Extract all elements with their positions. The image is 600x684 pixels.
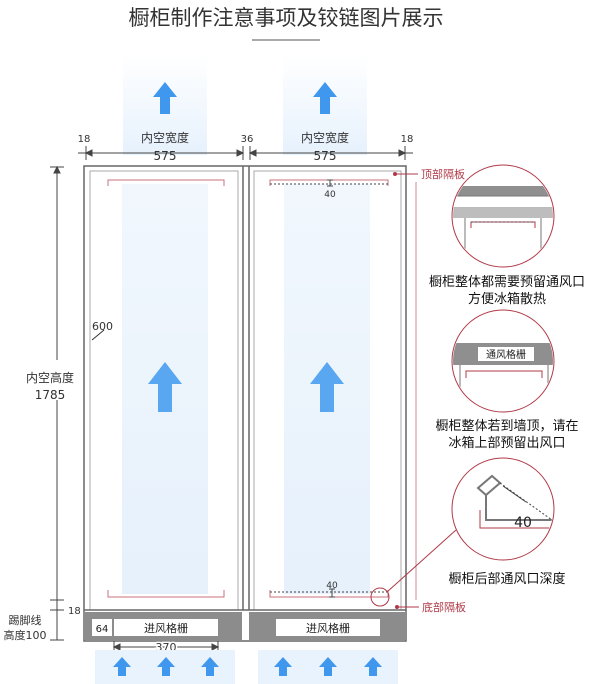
left-width-value: 575 [154, 149, 177, 163]
height-label: 内空高度 [26, 370, 74, 385]
left-width-label: 内空宽度 [141, 130, 189, 145]
note1-line1: 橱柜整体都需要预留通风口 [429, 275, 585, 290]
right-width-label: 内空宽度 [301, 130, 349, 145]
height-value: 1785 [35, 388, 66, 402]
middle-gap-value: 36 [241, 134, 254, 145]
kick-height: 高度100 [4, 628, 47, 642]
kick-label: 踢脚线 [9, 613, 42, 627]
bottom-corner-circle [370, 587, 390, 607]
vent-width-dimension [112, 641, 220, 652]
top-gap-value: 40 [324, 190, 336, 200]
top-board-marker [393, 172, 397, 176]
height-dimension [50, 165, 64, 641]
grille-right-label: 进风格栅 [306, 621, 350, 635]
note2-line2: 冰箱上部预留出风口 [448, 435, 565, 451]
note2-line1: 橱柜整体若到墙顶，请在 [435, 418, 578, 434]
bottom-gap-value: 40 [326, 581, 338, 591]
grille-detail-label: 通风格栅 [486, 348, 526, 361]
detail-circle-corner [451, 457, 555, 561]
top-width-dimension [78, 146, 413, 160]
detail-circle-top [451, 164, 555, 268]
page-title: 橱柜制作注意事项及铰链图片展示 [129, 6, 444, 30]
grille-left-label: 进风格栅 [144, 621, 188, 635]
vent-height-value: 64 [96, 624, 109, 635]
note1-line2: 方便冰箱散热 [468, 291, 546, 307]
top-board-label: 顶部隔板 [421, 167, 465, 181]
grille-left [114, 619, 218, 636]
bottom-board-marker [395, 605, 399, 609]
depth-value: 600 [92, 320, 113, 333]
bottom-gap-tick [329, 588, 335, 598]
detail3-leader [386, 529, 457, 593]
bottom-board-label: 底部隔板 [422, 600, 466, 614]
note3: 橱柜后部通风口深度 [448, 571, 565, 587]
detail-circle-grille [451, 309, 555, 413]
right-side-thickness: 18 [401, 134, 414, 145]
left-side-thickness: 18 [78, 134, 91, 145]
depth-pointer [91, 329, 105, 341]
fridge-outline-left [107, 179, 225, 598]
corner-depth-value: 40 [514, 515, 532, 531]
vent-height-box [92, 619, 112, 636]
grille-right [276, 619, 380, 636]
right-width-value: 575 [314, 149, 337, 163]
bottom-board-thickness: 18 [68, 606, 81, 617]
top-gap-tick [327, 179, 333, 187]
